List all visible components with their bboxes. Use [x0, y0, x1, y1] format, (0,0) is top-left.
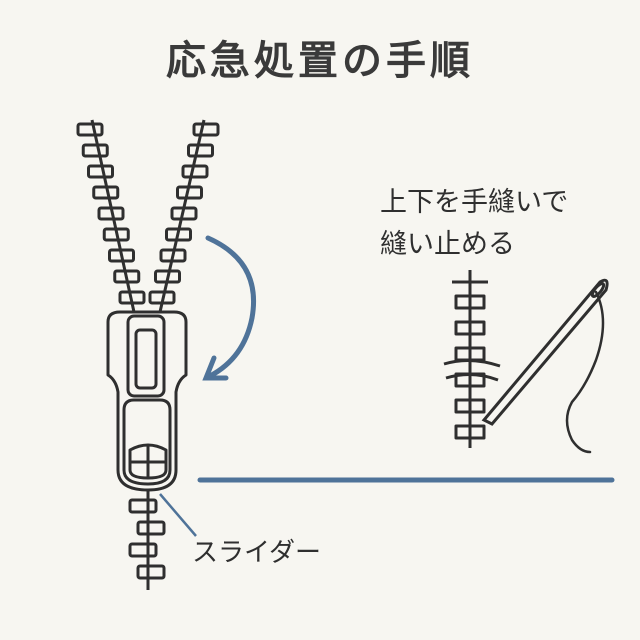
zipper-right-tooth — [154, 269, 181, 284]
page-title: 応急処置の手順 — [166, 38, 474, 84]
zipper-right-tooth — [165, 227, 192, 242]
caption-line-2: 縫い止める — [380, 229, 515, 260]
zipper-left-tooth — [87, 164, 114, 179]
zipper-bottom-tooth — [128, 498, 158, 514]
zipper-left-tooth — [102, 227, 130, 242]
zipper-right-teeth — [148, 119, 220, 313]
zipper-bottom-teeth — [128, 490, 166, 590]
zipper-left-tooth — [108, 248, 135, 263]
thread-icon — [565, 290, 605, 454]
zipper-right-tooth — [170, 206, 198, 221]
needle-icon — [481, 278, 609, 426]
slider-icon — [106, 310, 188, 492]
zipper-right-tooth — [148, 290, 176, 305]
slider-pointer-line — [159, 493, 197, 537]
zipper-bottom-tooth — [128, 542, 158, 558]
zipper-right-spine — [158, 119, 206, 313]
stitched-zipper-icon — [443, 270, 501, 448]
instruction-caption: 上下を手縫いで 縫い止める — [380, 182, 568, 266]
caption-line-1: 上下を手縫いで — [380, 187, 569, 218]
zipper-left-tooth — [81, 143, 109, 158]
zipper-left-tooth — [97, 206, 125, 221]
zipper-left-tooth — [118, 290, 146, 305]
zipper-right-tooth — [176, 185, 203, 200]
zipper-left-tooth — [113, 269, 141, 284]
zipper-bottom-tooth — [136, 520, 166, 536]
zipper-right-tooth — [192, 122, 220, 137]
zipper-right-tooth — [187, 143, 214, 158]
zipper-bottom-tooth — [136, 564, 166, 580]
slider-label: スライダー — [192, 538, 321, 568]
curved-arrow-icon — [202, 235, 257, 381]
zipper-left-tooth — [92, 185, 120, 200]
zipper-left-spine — [90, 119, 136, 313]
zipper-right-tooth — [159, 248, 187, 263]
zipper-left-teeth — [76, 119, 146, 313]
zipper-left-tooth — [76, 122, 104, 137]
zipper-right-tooth — [181, 164, 209, 179]
